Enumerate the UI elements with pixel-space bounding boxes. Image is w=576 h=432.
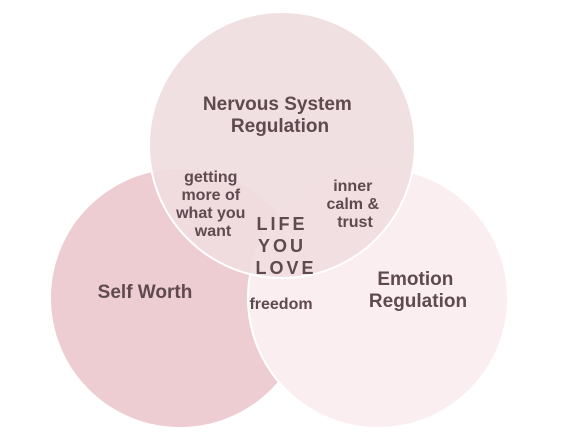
label-freedom: freedom	[249, 296, 312, 313]
circle-nervous-system-regulation	[148, 11, 416, 279]
label-self-worth: Self Worth	[98, 282, 193, 303]
label-life-you-love: LIFE YOU LOVE	[255, 214, 316, 278]
label-nervous-system-regulation: Nervous System Regulation	[203, 94, 357, 137]
label-emotion-regulation: Emotion Regulation	[369, 269, 467, 312]
label-inner-calm-and-trust: inner calm & trust	[327, 178, 384, 231]
label-getting-more-of-what-you-want: getting more of what you want	[175, 169, 250, 240]
